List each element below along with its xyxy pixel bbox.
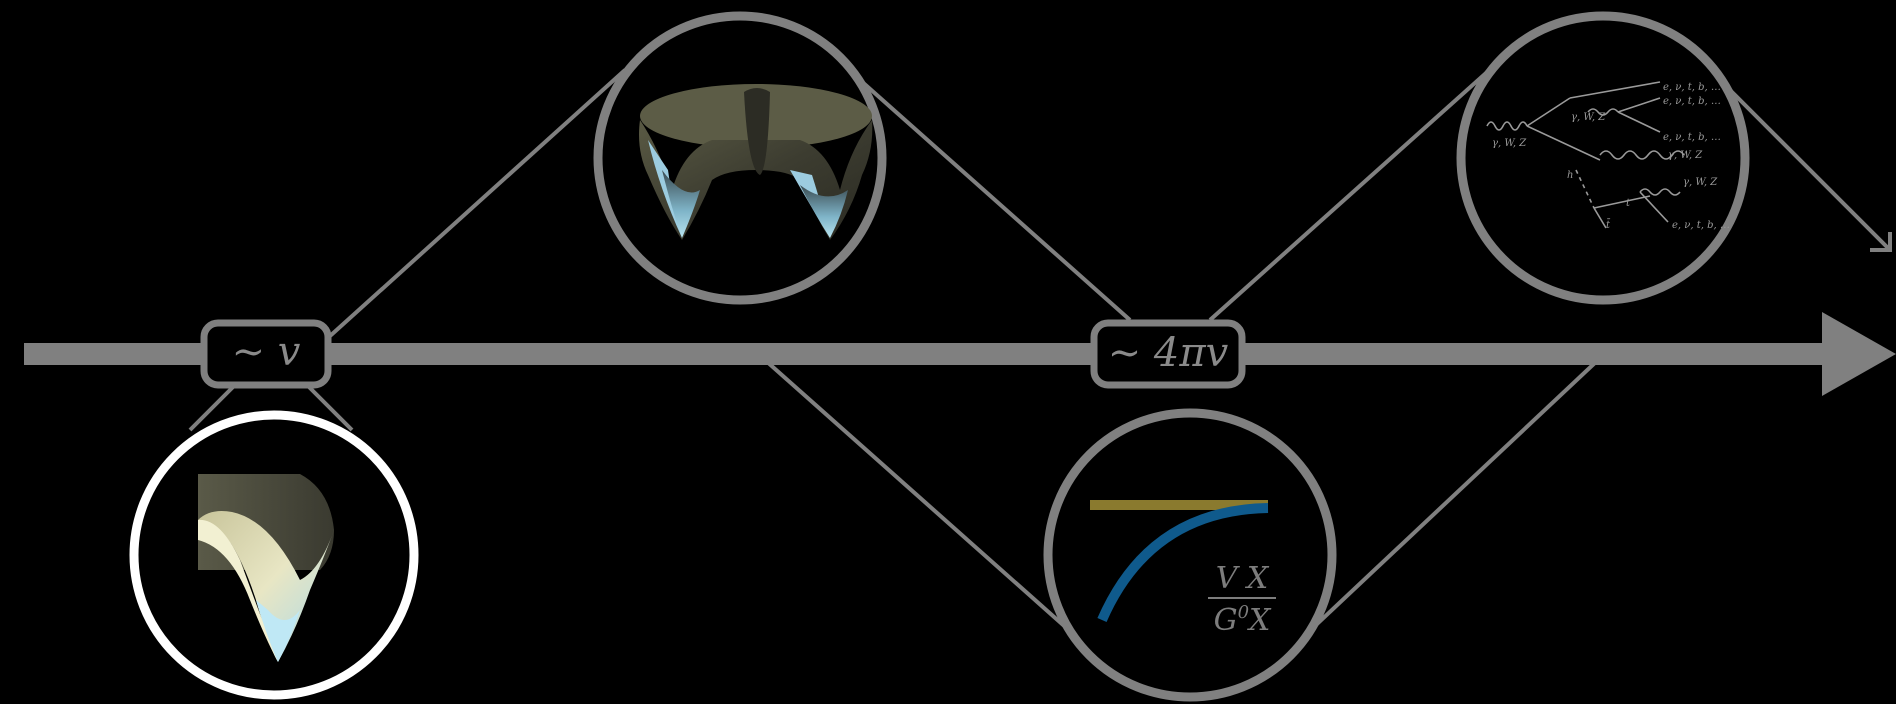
feynman-label-top: t — [1626, 198, 1631, 209]
connector-feynman-to-arrow — [1723, 83, 1892, 252]
connector-lines — [188, 63, 1892, 642]
ratio-denominator-sup: 0 — [1238, 602, 1249, 623]
circle-bowl-potential — [129, 410, 419, 700]
feynman-label-boson-right-1: γ, W, Z — [1668, 150, 1703, 161]
feynman-diagram — [1486, 81, 1685, 229]
feynman-label-boson-right-2: γ, W, Z — [1683, 177, 1718, 188]
circle-pheno-curve: V X G0X — [1043, 408, 1337, 702]
feynman-label-fermions-4: e, ν, t, b, … — [1672, 220, 1730, 231]
feynman-label-fermions-1: e, ν, t, b, … — [1663, 82, 1721, 93]
scale-label-high: ∼ 4πv — [1090, 319, 1246, 389]
connector-v-to-mexican-hat — [328, 68, 627, 338]
circle-mexican-hat — [593, 11, 887, 305]
connector-pheno-to-axis — [1298, 358, 1600, 642]
connector-v-to-bowl-right — [304, 382, 354, 432]
scale-label-high-text: ∼ 4πv — [1108, 330, 1229, 376]
feynman-label-fermions-2: e, ν, t, b, … — [1663, 96, 1721, 107]
feynman-label-higgs: h — [1567, 170, 1573, 181]
feynman-label-fermions-3: e, ν, t, b, … — [1663, 132, 1721, 143]
ratio-formula: V X G0X — [1208, 561, 1276, 638]
connector-4piv-to-feynman — [1208, 63, 1497, 322]
scale-label-low: ∼ v — [200, 319, 332, 389]
feynman-label-boson-left: γ, W, Z — [1492, 138, 1527, 149]
ratio-denominator-x: X — [1247, 603, 1272, 638]
circle-feynman-diagram: γ, W, Z γ, W, Z e, ν, t, b, … e, ν, t, b… — [1456, 11, 1750, 305]
connector-v-to-bowl-left — [188, 382, 238, 432]
ratio-denominator-g: G — [1214, 603, 1238, 638]
feynman-arrowhead-small — [1870, 232, 1892, 252]
feynman-labels: γ, W, Z γ, W, Z e, ν, t, b, … e, ν, t, b… — [1492, 82, 1730, 231]
feynman-label-boson-mid: γ, W, Z — [1571, 112, 1606, 123]
mexican-hat-image — [639, 84, 873, 240]
ratio-denominator: G0X — [1214, 602, 1272, 638]
energy-axis — [24, 312, 1896, 396]
scale-label-low-text: ∼ v — [232, 329, 301, 375]
axis-bar — [24, 343, 1834, 365]
feynman-label-antitop: t̄ — [1606, 219, 1611, 231]
connector-axis-to-pheno — [763, 358, 1082, 642]
ratio-numerator: V X — [1216, 561, 1270, 596]
blue-curve — [1097, 503, 1269, 623]
bowl-potential-image — [198, 474, 334, 662]
axis-arrowhead — [1822, 312, 1896, 396]
connector-mexican-hat-to-4piv — [858, 78, 1132, 322]
